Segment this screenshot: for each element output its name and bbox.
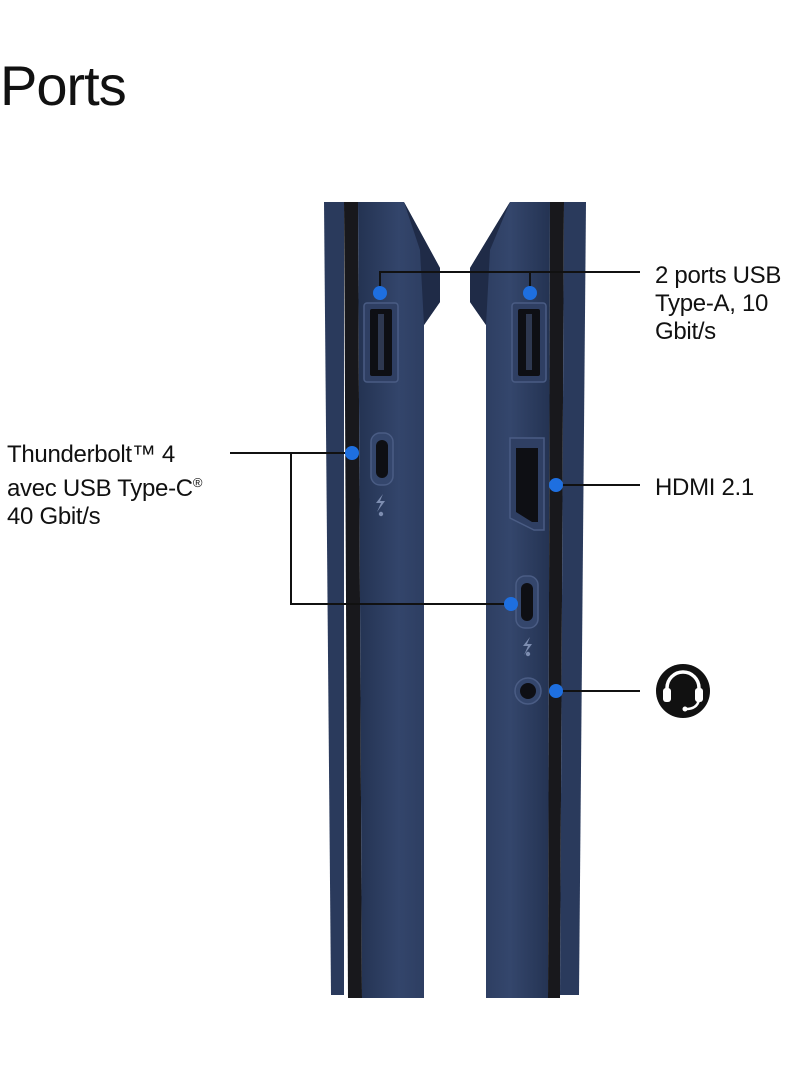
right-usb-a-port bbox=[511, 302, 547, 383]
right-lid-edge bbox=[560, 202, 586, 995]
thunderbolt-label-line1: Thunderbolt™ 4 bbox=[7, 441, 175, 468]
right-usb-c-port bbox=[515, 575, 539, 629]
right-hinge-shade bbox=[470, 202, 510, 325]
hdmi-callout-dot bbox=[549, 478, 563, 492]
usb-a-left-callout-dot bbox=[373, 286, 387, 300]
thunderbolt-label-line3: 40 Gbit/s bbox=[7, 503, 101, 530]
right-thunderbolt-icon bbox=[523, 637, 532, 655]
thunderbolt-left-callout-dot bbox=[345, 446, 359, 460]
registered-mark: ® bbox=[192, 475, 203, 490]
right-led-indicator bbox=[525, 651, 531, 657]
usb-a-right-callout-dot bbox=[523, 286, 537, 300]
page-title: Ports bbox=[0, 54, 127, 117]
right-bezel-strip bbox=[548, 202, 564, 998]
hdmi-label: HDMI 2.1 bbox=[655, 474, 754, 501]
left-lid-edge bbox=[324, 202, 344, 995]
right-hdmi-port bbox=[509, 437, 545, 531]
thunderbolt-right-callout-dot bbox=[504, 597, 518, 611]
left-usb-a-port bbox=[363, 302, 399, 383]
thunderbolt-label: Thunderbolt™ 4 avec USB Type-C® 40 Gbit/s bbox=[7, 441, 237, 531]
headset-icon bbox=[656, 664, 710, 718]
left-side-panel bbox=[324, 202, 440, 998]
thunderbolt-callout-line-right bbox=[290, 453, 511, 605]
left-thunderbolt-icon bbox=[376, 494, 385, 512]
left-led-indicator bbox=[378, 511, 384, 517]
left-body bbox=[358, 202, 440, 998]
thunderbolt-label-line2: avec USB Type-C bbox=[7, 475, 193, 502]
left-usb-c-port bbox=[370, 432, 394, 486]
usb-type-a-label: 2 ports USB Type-A, 10 Gbit/s bbox=[655, 262, 782, 345]
audio-callout-dot bbox=[549, 684, 563, 698]
left-bezel-strip bbox=[344, 202, 362, 998]
left-hinge-shade bbox=[404, 202, 440, 325]
audio-jack-port bbox=[514, 677, 542, 705]
